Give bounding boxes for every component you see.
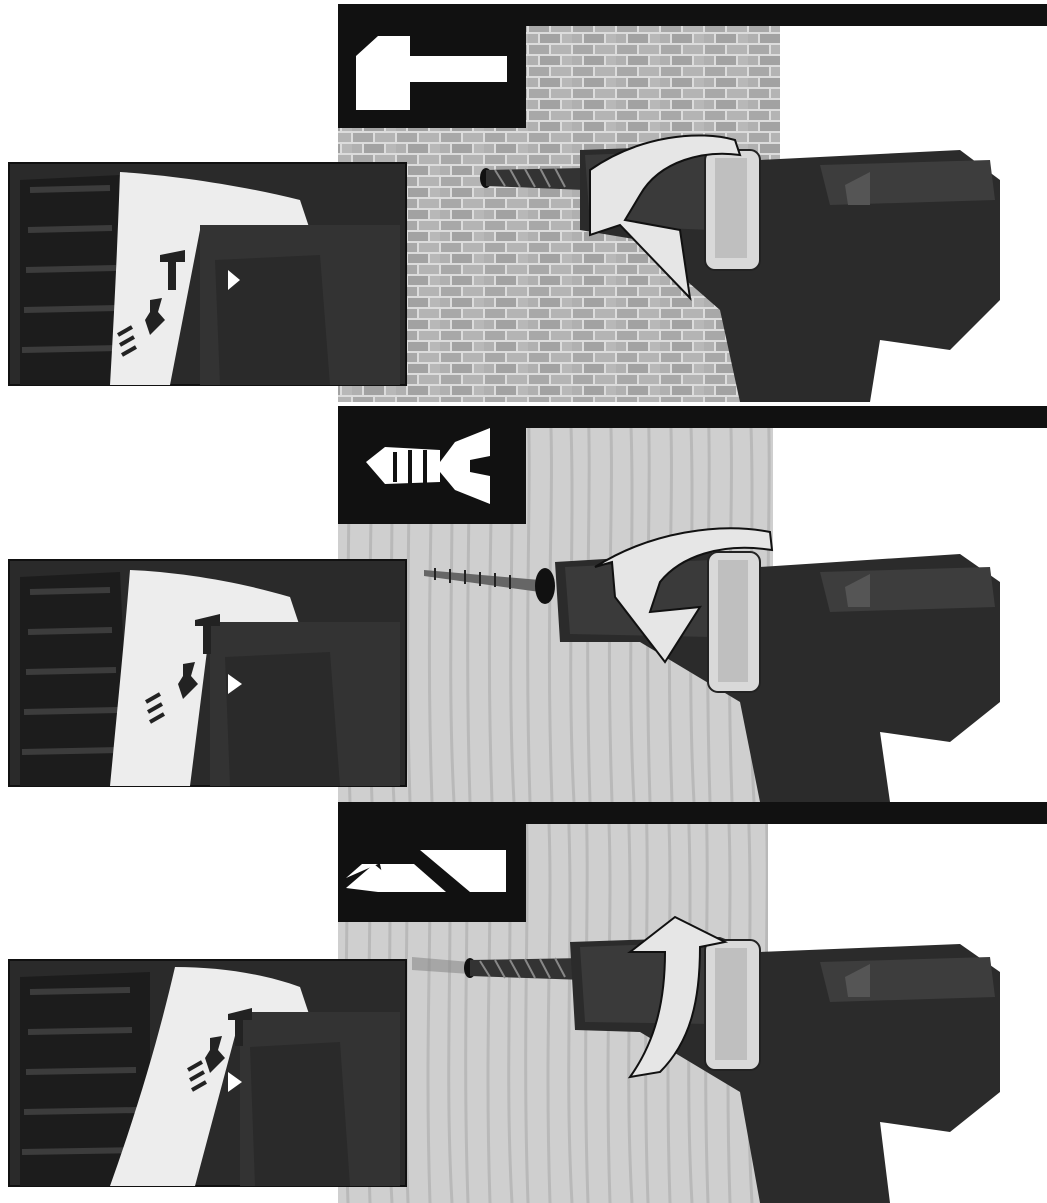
collar-inset — [9, 163, 406, 385]
panel-screwdriving — [0, 402, 1047, 802]
panel-hammer-drill — [0, 0, 1047, 402]
collar-inset — [9, 960, 406, 1186]
panel-drilling — [0, 802, 1047, 1203]
collar-inset — [9, 560, 406, 786]
